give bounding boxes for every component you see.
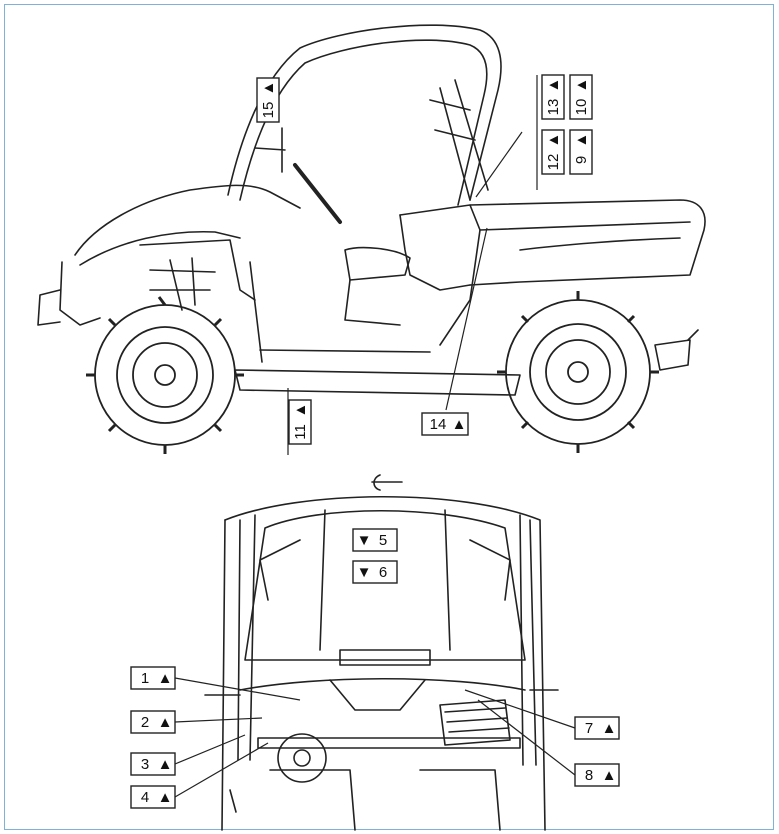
- svg-text:2: 2: [141, 714, 149, 731]
- callout-11: 11 ▲: [288, 399, 312, 445]
- svg-text:15: 15: [260, 102, 277, 119]
- svg-text:▲: ▲: [158, 714, 173, 731]
- diagram-frame: [4, 4, 774, 830]
- svg-text:6: 6: [379, 564, 387, 581]
- callout-4: 4 ▲: [130, 785, 176, 809]
- svg-text:14: 14: [430, 416, 447, 433]
- callout-2: 2 ▲: [130, 710, 176, 734]
- svg-text:▲: ▲: [452, 416, 467, 433]
- callout-8: 8 ▲: [574, 763, 620, 787]
- svg-text:▲: ▲: [260, 81, 277, 96]
- callout-15: 15 ▲: [256, 77, 280, 123]
- callout-9: 9 ▲: [569, 129, 593, 175]
- svg-text:▲: ▲: [292, 403, 309, 418]
- svg-text:13: 13: [545, 99, 562, 116]
- svg-text:▲: ▲: [158, 670, 173, 687]
- callout-12: 12 ▲: [541, 129, 565, 175]
- callout-13: 13 ▲: [541, 74, 565, 120]
- svg-text:▲: ▲: [573, 133, 590, 148]
- svg-text:▲: ▲: [602, 767, 617, 784]
- svg-text:8: 8: [585, 767, 593, 784]
- svg-text:5: 5: [379, 532, 387, 549]
- vehicle-side-view: [37, 24, 706, 396]
- svg-text:9: 9: [573, 156, 590, 164]
- callout-7: 7 ▲: [574, 716, 620, 740]
- svg-text:12: 12: [545, 154, 562, 171]
- svg-text:10: 10: [573, 99, 590, 116]
- svg-text:▼: ▼: [357, 564, 372, 581]
- svg-text:3: 3: [141, 756, 149, 773]
- svg-text:▲: ▲: [573, 78, 590, 93]
- callout-1: 1 ▲: [130, 666, 176, 690]
- side-leader-lines: [269, 75, 538, 455]
- front-wheel: [86, 296, 244, 454]
- svg-text:7: 7: [585, 720, 593, 737]
- svg-text:▼: ▼: [357, 532, 372, 549]
- svg-text:▲: ▲: [545, 133, 562, 148]
- callout-14: 14 ▲: [421, 412, 469, 436]
- callout-6: ▼ 6: [352, 560, 398, 584]
- rear-wheel: [497, 291, 659, 453]
- svg-text:▲: ▲: [158, 789, 173, 806]
- top-leader-lines: [174, 677, 576, 798]
- callout-10: 10 ▲: [569, 74, 593, 120]
- svg-text:▲: ▲: [158, 756, 173, 773]
- svg-text:▲: ▲: [545, 78, 562, 93]
- svg-text:▲: ▲: [602, 720, 617, 737]
- svg-text:11: 11: [292, 424, 309, 440]
- svg-text:1: 1: [141, 670, 149, 687]
- vehicle-top-view: [204, 474, 559, 831]
- callout-3: 3 ▲: [130, 752, 176, 776]
- svg-text:4: 4: [141, 789, 149, 806]
- callout-5: ▼ 5: [352, 528, 398, 552]
